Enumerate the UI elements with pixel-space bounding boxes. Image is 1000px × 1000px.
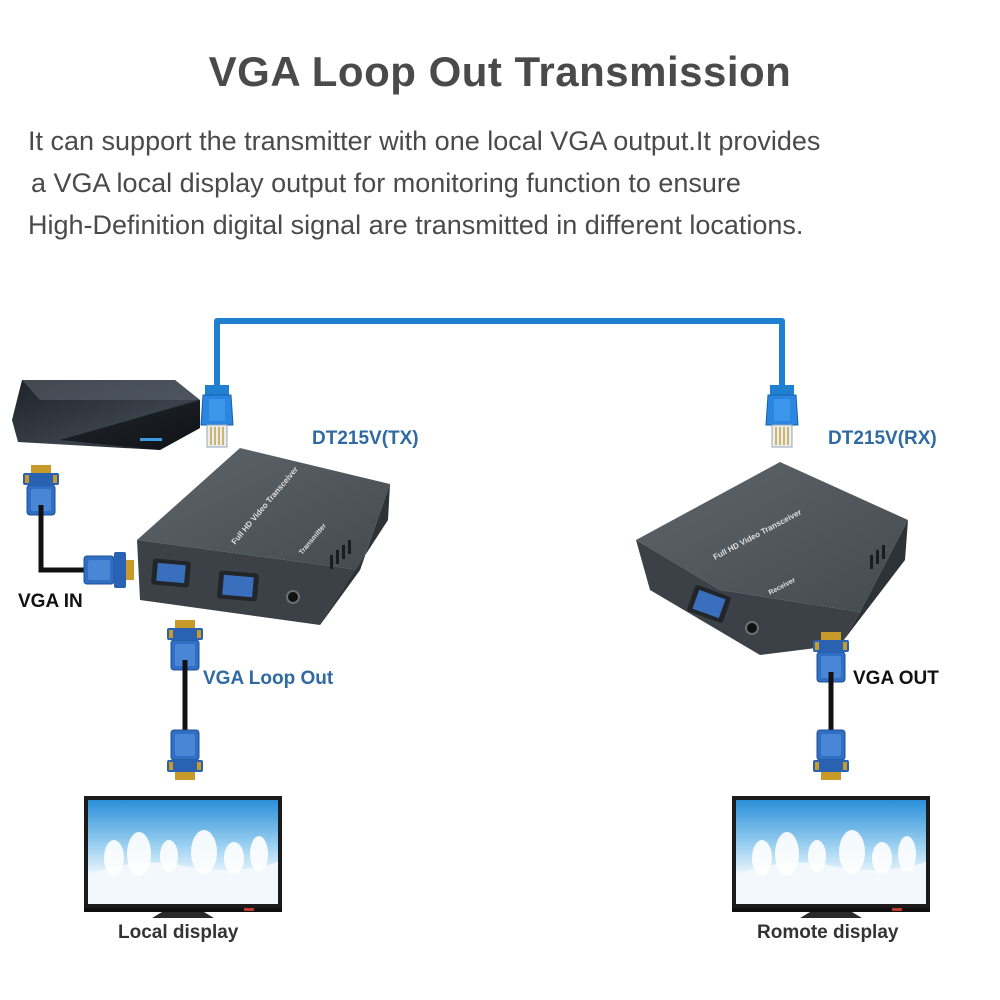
rx-rj45-connector-icon (765, 384, 799, 448)
loop-out-plug-bottom-icon (166, 729, 204, 781)
vga-in-cable (22, 464, 135, 589)
local-display-label: Local display (118, 922, 239, 943)
transmitter-device: Full HD Video Transceiver Transmitter (137, 448, 390, 625)
vga-loop-out-cable (166, 619, 204, 781)
vga-out-plug-bottom-icon (812, 729, 850, 781)
tx-model-label: DT215V(TX) (312, 428, 419, 449)
vga-out-label: VGA OUT (853, 668, 939, 689)
network-cable (214, 318, 785, 395)
local-display-icon (84, 796, 282, 918)
remote-display-icon (732, 796, 930, 918)
vga-out-cable (812, 631, 850, 781)
rx-model-label: DT215V(RX) (828, 428, 937, 449)
remote-display-label: Romote display (757, 922, 899, 943)
description-line-3: High-Definition digital signal are trans… (28, 210, 804, 240)
description-line-1: It can support the transmitter with one … (28, 126, 821, 156)
vga-loop-out-label: VGA Loop Out (203, 668, 334, 689)
tx-rj45-connector-icon (200, 384, 234, 448)
description-line-2: a VGA local display output for monitorin… (31, 168, 741, 198)
receiver-device: Full HD Video Transceiver Receiver (636, 462, 908, 655)
vga-in-plug-icon (83, 551, 135, 589)
description: It can support the transmitter with one … (28, 120, 993, 246)
vga-in-label: VGA IN (18, 591, 83, 612)
page-title: VGA Loop Out Transmission (208, 48, 792, 95)
media-player-icon (12, 380, 200, 450)
